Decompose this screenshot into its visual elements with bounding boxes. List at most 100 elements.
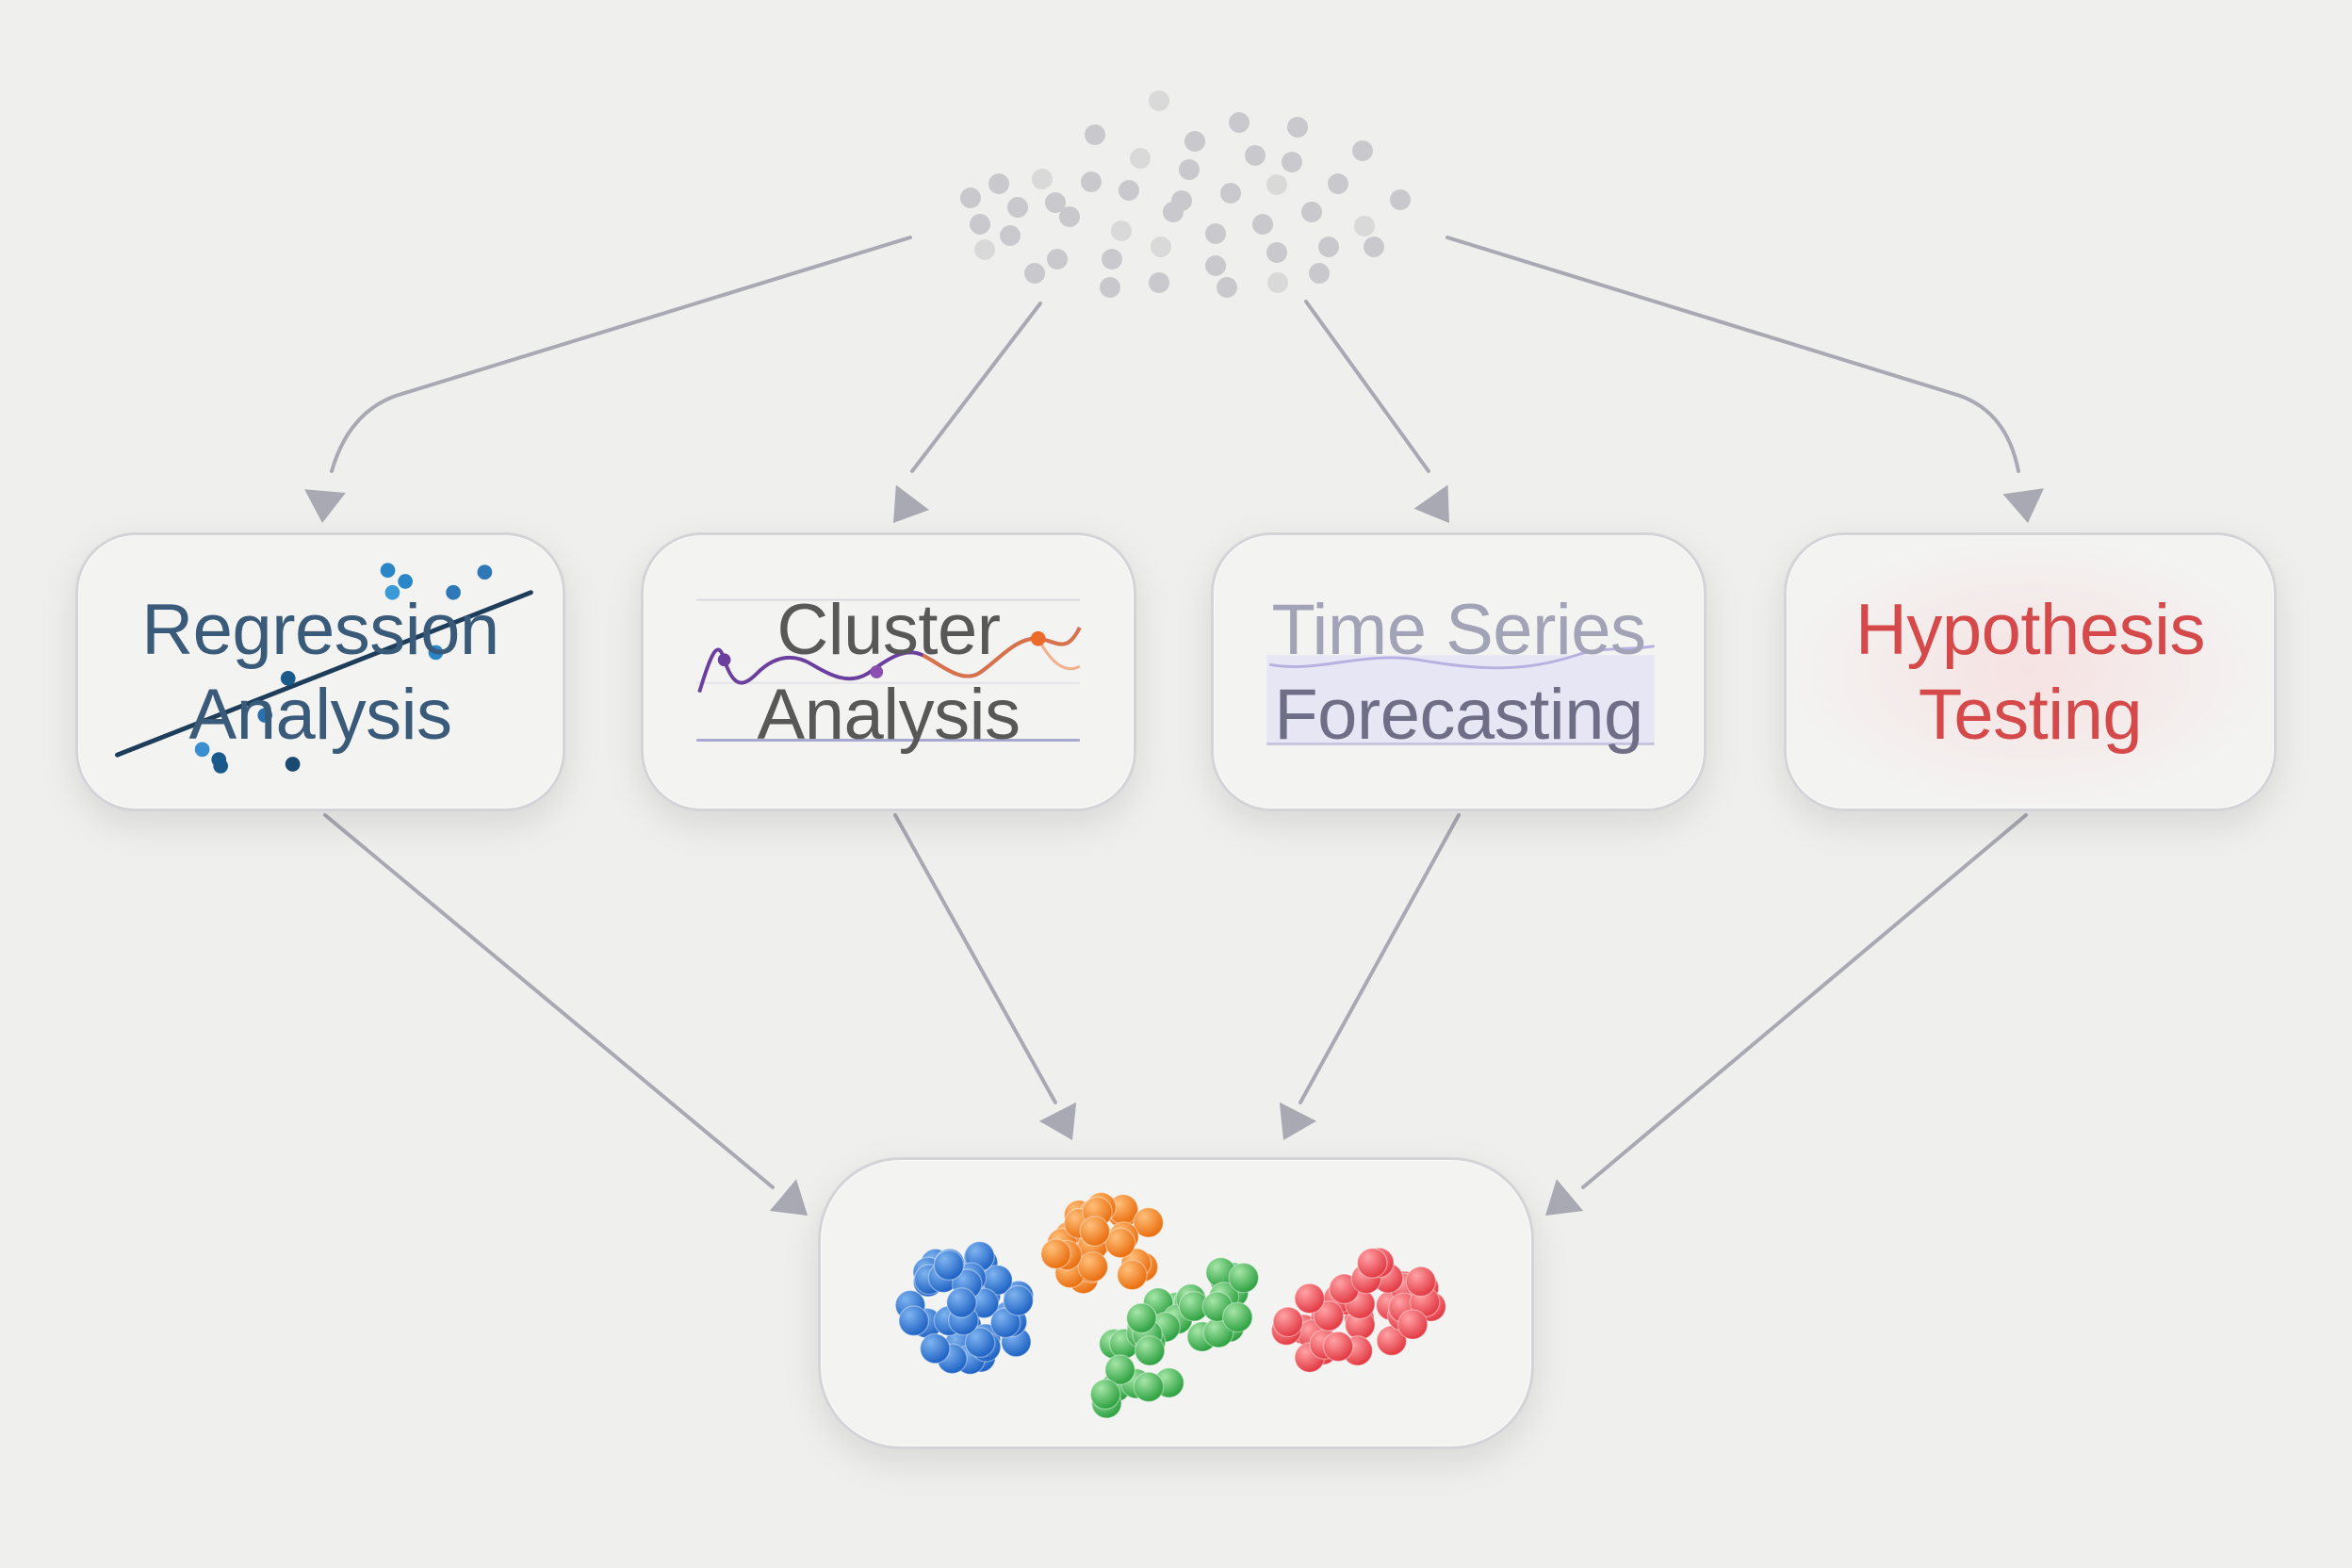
cluster-dot bbox=[1405, 1266, 1437, 1298]
arrow-input-to-hypothesis bbox=[1446, 236, 2045, 523]
data-point bbox=[1309, 263, 1330, 284]
data-point bbox=[960, 188, 981, 208]
scatter-point bbox=[446, 584, 461, 600]
data-point bbox=[1217, 277, 1237, 298]
arrow-input-to-regression bbox=[304, 236, 912, 523]
data-point bbox=[1085, 124, 1105, 145]
data-point bbox=[1328, 173, 1348, 194]
label-line-1: Regression bbox=[141, 590, 499, 670]
data-point bbox=[1301, 202, 1322, 222]
data-point bbox=[1149, 90, 1169, 111]
data-point bbox=[1267, 272, 1288, 293]
scatter-point bbox=[380, 563, 396, 579]
data-point bbox=[1252, 214, 1273, 235]
scatter-point bbox=[398, 574, 413, 589]
cluster-dot bbox=[1116, 1259, 1148, 1291]
cluster-dot bbox=[1104, 1354, 1135, 1386]
arrows-group bbox=[304, 236, 2045, 1216]
data-point bbox=[1318, 237, 1339, 257]
cluster-dot bbox=[1089, 1379, 1121, 1411]
data-point bbox=[988, 173, 1009, 194]
cluster-dot bbox=[1272, 1306, 1304, 1338]
arrow-hypothesis-to-output bbox=[1545, 813, 2028, 1216]
cluster-dot bbox=[989, 1307, 1021, 1339]
data-point bbox=[1149, 272, 1169, 293]
data-point bbox=[1081, 172, 1102, 192]
data-point bbox=[1102, 249, 1122, 270]
label-line-2: Analysis bbox=[188, 675, 453, 755]
arrow-regression-to-output bbox=[323, 813, 808, 1216]
scatter-point bbox=[384, 584, 400, 600]
data-point bbox=[1032, 169, 1053, 189]
scattered-data-points-icon bbox=[960, 90, 1411, 298]
data-point bbox=[1100, 277, 1120, 298]
data-point bbox=[1119, 180, 1139, 201]
node-label: Time Series Forecasting bbox=[1214, 588, 1704, 758]
scatter-trendline-icon bbox=[115, 563, 533, 774]
arrow-input-to-timeseries bbox=[1304, 300, 1449, 523]
label-line-1: Time Series bbox=[1271, 590, 1646, 670]
scatter-point bbox=[285, 757, 301, 772]
label-line-2: Analysis bbox=[757, 675, 1021, 755]
data-point bbox=[1266, 242, 1287, 263]
data-point bbox=[1151, 237, 1171, 257]
label-line-2: Testing bbox=[1918, 675, 2143, 755]
data-point bbox=[1059, 206, 1080, 227]
node-regression-analysis: Regression Analysis bbox=[75, 532, 565, 811]
cluster-dot bbox=[1134, 1334, 1166, 1366]
label-line-2: Forecasting bbox=[1274, 675, 1643, 755]
data-point bbox=[1282, 152, 1302, 172]
data-point bbox=[1130, 148, 1151, 169]
node-time-series-forecasting: Time Series Forecasting bbox=[1211, 532, 1707, 811]
cluster-dot bbox=[1133, 1206, 1165, 1238]
data-point bbox=[1045, 192, 1066, 213]
data-point bbox=[1047, 249, 1068, 270]
line-chart-icon bbox=[696, 598, 1082, 742]
cluster-dot bbox=[1356, 1248, 1388, 1279]
node-label: Hypothesis Testing bbox=[1787, 588, 2274, 758]
cluster-dot bbox=[933, 1250, 965, 1282]
cluster-dot bbox=[1294, 1282, 1326, 1315]
data-point bbox=[970, 214, 990, 235]
node-label: Cluster Analysis bbox=[644, 588, 1134, 758]
data-point bbox=[1245, 145, 1266, 166]
cluster-dot bbox=[1221, 1301, 1253, 1333]
cluster-dot bbox=[1133, 1371, 1165, 1403]
cluster-dot bbox=[1228, 1262, 1260, 1294]
data-point bbox=[1287, 117, 1308, 138]
node-clustered-output bbox=[818, 1157, 1534, 1449]
data-point bbox=[974, 239, 995, 260]
data-point bbox=[1352, 140, 1373, 161]
cluster-dot bbox=[1125, 1302, 1157, 1334]
data-point bbox=[1266, 174, 1287, 195]
arrow-timeseries-to-output bbox=[1279, 813, 1461, 1140]
scatter-point bbox=[257, 708, 273, 723]
data-point bbox=[1184, 131, 1205, 152]
cluster-dot bbox=[1079, 1216, 1111, 1248]
cluster-dot bbox=[1104, 1227, 1136, 1259]
cluster-dot bbox=[1313, 1300, 1345, 1331]
data-point bbox=[1354, 216, 1375, 237]
scatter-point bbox=[280, 671, 296, 686]
cluster-dot bbox=[1322, 1331, 1354, 1363]
cluster-dot bbox=[919, 1332, 951, 1364]
arrow-input-to-cluster bbox=[893, 302, 1042, 523]
data-point bbox=[1179, 159, 1200, 180]
data-point bbox=[1205, 223, 1226, 244]
grouped-clusters-icon bbox=[894, 1191, 1446, 1419]
node-hypothesis-testing: Hypothesis Testing bbox=[1784, 532, 2277, 811]
data-point bbox=[1220, 183, 1241, 204]
scatter-point bbox=[477, 564, 493, 580]
scatter-point bbox=[211, 752, 227, 767]
cluster-dot bbox=[1077, 1250, 1109, 1282]
cluster-dot bbox=[1396, 1309, 1429, 1340]
label-line-1: Cluster bbox=[776, 590, 1001, 670]
scatter-point bbox=[428, 645, 444, 661]
data-point bbox=[1007, 197, 1028, 218]
forecast-band-icon bbox=[1266, 645, 1655, 745]
data-point bbox=[1024, 263, 1045, 284]
cluster-dot bbox=[945, 1286, 977, 1318]
cluster-dot bbox=[1003, 1284, 1035, 1316]
data-point bbox=[1390, 189, 1411, 210]
